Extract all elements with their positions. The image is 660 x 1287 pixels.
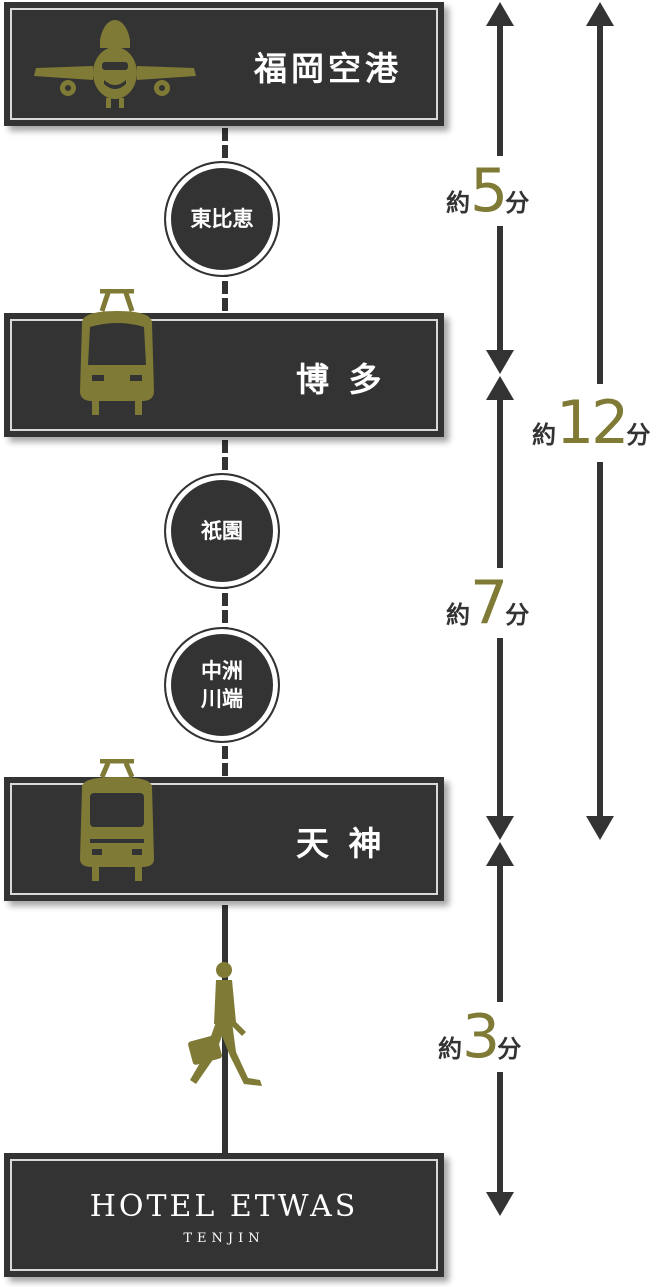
duration-suffix: 分: [505, 601, 530, 629]
station-name-line1: 中洲: [201, 659, 243, 683]
station-name-airport: 福岡空港: [254, 49, 402, 88]
duration-suffix: 分: [626, 421, 651, 449]
hotel-sub: TENJIN: [183, 1231, 265, 1246]
subway-front-icon: [80, 759, 154, 881]
duration-label-7min: 約7分: [446, 568, 530, 638]
duration-suffix: 分: [505, 189, 530, 217]
duration-prefix: 約: [438, 1035, 462, 1063]
duration-prefix: 約: [446, 189, 470, 217]
walking-person-icon: [188, 962, 262, 1086]
duration-label-5min: 約5分: [446, 156, 530, 226]
station-name-nakasu-kawabata: 中洲 川端: [201, 657, 243, 713]
duration-value: 5: [470, 156, 508, 226]
hotel-name: HOTEL ETWAS: [89, 1189, 359, 1224]
route-line-2: [222, 440, 228, 784]
duration-value: 3: [462, 1002, 500, 1072]
train-front-icon: [80, 289, 154, 415]
duration-value: 7: [470, 568, 508, 638]
station-circle-gion: 祇園: [164, 473, 280, 589]
station-box-hakata: 博 多: [4, 289, 444, 437]
station-box-airport: 福岡空港: [4, 2, 444, 126]
station-name-tenjin: 天 神: [296, 824, 386, 863]
station-circle-higashihie: 東比恵: [164, 161, 280, 277]
station-name-line2: 川端: [201, 687, 243, 711]
duration-label-3min: 約3分: [438, 1002, 522, 1072]
station-name-hakata: 博 多: [296, 360, 386, 399]
duration-suffix: 分: [497, 1035, 522, 1063]
station-name-gion: 祇園: [201, 519, 243, 543]
duration-prefix: 約: [532, 421, 556, 449]
station-name-higashihie: 東比恵: [190, 207, 254, 231]
hotel-box: HOTEL ETWAS TENJIN: [4, 1153, 444, 1277]
duration-label-12min: 約12分: [532, 384, 651, 462]
duration-value: 12: [556, 388, 629, 458]
station-box-tenjin: 天 神: [4, 759, 444, 901]
duration-prefix: 約: [446, 601, 470, 629]
airplane-icon: [34, 20, 196, 108]
station-circle-nakasu-kawabata: 中洲 川端: [164, 627, 280, 743]
